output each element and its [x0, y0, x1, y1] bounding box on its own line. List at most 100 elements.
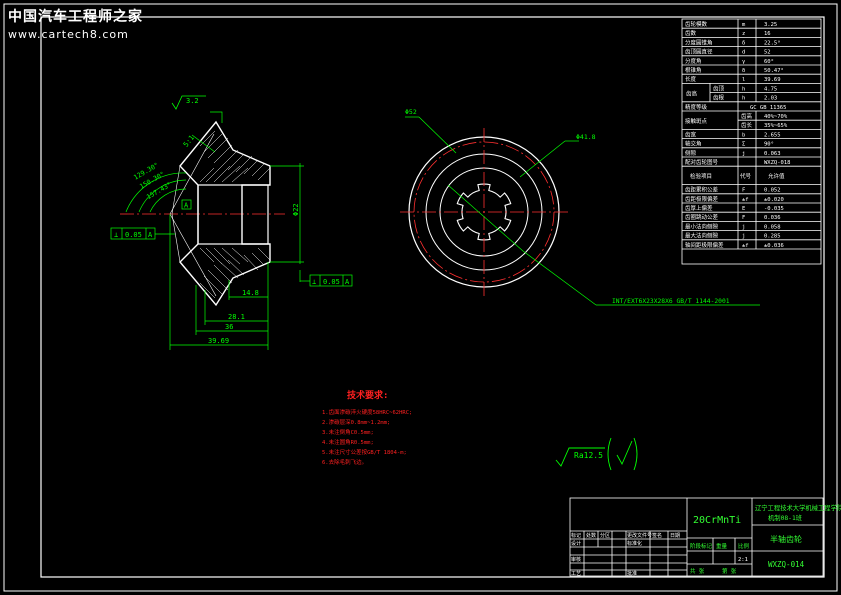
param-value: 22.5° [764, 40, 781, 46]
tech-req-item: 1.齿面渗碳淬火硬度58HRC~62HRC; [322, 408, 412, 416]
watermark-line2: www.cartech8.com [8, 28, 129, 41]
param-name: 齿距极限偏差 [685, 195, 719, 203]
tech-req-item: 4.未注圆角R0.5mm; [322, 438, 374, 446]
param-symbol: j [742, 151, 745, 157]
param-value: 0.063 [764, 151, 781, 157]
tech-req-item: 5.未注尺寸公差按GB/T 1804-m; [322, 448, 407, 456]
part-name: 半轴齿轮 [770, 534, 802, 544]
cone-lines [169, 133, 217, 297]
param-value: 0.058 [764, 224, 781, 230]
svg-text:工艺: 工艺 [571, 571, 581, 577]
param-name: 齿厚上偏差 [685, 204, 713, 212]
front-leaders [405, 116, 760, 306]
organization: 辽宁工程技术大学机械工程学院 [755, 503, 841, 512]
datum-a-box [181, 199, 192, 210]
gear-parameter-table [681, 18, 822, 265]
param-name: 齿顶圆直径 [685, 48, 713, 56]
title-block [569, 497, 824, 577]
param-symbol: d [742, 50, 745, 56]
param-name: 根锥角 [685, 66, 702, 74]
param-symbol: γ [742, 59, 746, 65]
param-symbol: Σ [742, 142, 746, 148]
roughness-symbol-main [555, 447, 605, 467]
param-symbol: l [742, 77, 745, 83]
param-name: 分度角 [685, 57, 702, 65]
param-value: 4.75 [764, 86, 777, 92]
param-name: 侧隙 [685, 149, 697, 157]
param-value: 2.03 [764, 96, 777, 102]
param-value: ±0.036 [764, 243, 784, 249]
param-value: WXZQ-018 [764, 160, 791, 166]
datum-a-label: A [184, 202, 189, 210]
svg-text:日期: 日期 [670, 533, 680, 539]
param-symbol: j [742, 234, 745, 240]
svg-text:标记: 标记 [571, 532, 581, 539]
roughness-main-value: Ra12.5 [574, 451, 603, 460]
roughness-symbol-top [171, 95, 206, 110]
roughness-small-symbol [616, 440, 633, 466]
general-roughness: Ra12.5 [555, 437, 638, 471]
tech-req-item: 6.去除毛刺飞边。 [322, 458, 367, 466]
param-name: 齿宽 [685, 130, 697, 138]
roughness-top-value: 3.2 [186, 97, 199, 105]
department: 机制08-1班 [768, 513, 803, 522]
param-value: 52 [764, 50, 771, 56]
gear-section-outline [179, 120, 271, 307]
param-symbol: h [742, 86, 745, 92]
svg-text:审核: 审核 [571, 556, 581, 563]
tech-req-title: 技术要求: [347, 389, 388, 401]
param-name: 分度圆锥角 [685, 38, 713, 46]
svg-text:比例: 比例 [738, 542, 750, 550]
param-name: 最小法向侧隙 [685, 222, 719, 230]
param-value: 2.655 [764, 132, 781, 138]
svg-text:标准化: 标准化 [627, 540, 642, 547]
inner-frame [40, 16, 825, 578]
tolerance-frame-1: ⊥ 0.05 A [110, 227, 156, 240]
spline-bore [456, 183, 512, 241]
param-value: 50.47° [764, 68, 784, 74]
param-value: 40%~70% [764, 114, 788, 120]
svg-text:0.05: 0.05 [323, 278, 340, 286]
front-view: Φ52 Φ41.8 INT/EXT6X23X28X6 GB/T 1144-200… [400, 108, 760, 306]
param-value: 3.25 [764, 22, 777, 28]
inspect-header-name: 检验项目 [690, 172, 712, 180]
svg-text:签名: 签名 [652, 532, 662, 539]
inspect-header-code: 代号 [740, 172, 752, 180]
param-value: 16 [764, 31, 771, 37]
param-name: 配对齿轮图号 [685, 158, 719, 166]
svg-text:⊥: ⊥ [312, 278, 316, 286]
svg-text:⊥: ⊥ [114, 231, 118, 239]
svg-text:第 张: 第 张 [722, 567, 737, 575]
tech-req-item: 2.渗碳层深0.8mm~1.2mm; [322, 418, 390, 426]
param-name: 齿轮模数 [685, 20, 708, 28]
svg-text:A: A [148, 231, 153, 239]
param-name: 齿距累积公差 [685, 186, 719, 194]
param-symbol: F [742, 188, 745, 194]
svg-text:2:1: 2:1 [738, 557, 748, 563]
material: 20CrMnTi [693, 515, 741, 526]
param-name: 最大法向侧隙 [685, 232, 719, 240]
inspect-header-value: 允许值 [768, 172, 785, 180]
param-value: 0.036 [764, 215, 781, 221]
param-value: -0.035 [764, 206, 784, 212]
drawing-number: WXZQ-014 [768, 560, 805, 569]
dimension-4: 39.69 [208, 337, 229, 345]
svg-text:A: A [345, 278, 350, 286]
param-name: 轴间距极限偏差 [685, 241, 724, 249]
param-value: 0.052 [764, 188, 781, 194]
param-symbol: z [742, 31, 745, 37]
param-symbol: ±f [742, 243, 749, 249]
tech-req-item: 3.未注倒角C0.5mm; [322, 428, 374, 436]
param-value: GC GB 11365 [750, 105, 786, 111]
param-symbol: h [742, 96, 745, 102]
svg-text:0.05: 0.05 [125, 231, 142, 239]
param-sub: 齿长 [741, 121, 753, 129]
param-value: 35%~65% [764, 123, 788, 129]
dimension-2: 28.1 [228, 313, 245, 321]
param-sub: 齿高 [741, 112, 753, 120]
front-label-right: Φ41.8 [576, 133, 596, 141]
front-label-left: Φ52 [405, 108, 417, 116]
param-value: 90° [764, 142, 774, 148]
side-section-view: 3.2 5:1 129.30° 150.30° 157.43° A ⊥ 0.05… [110, 95, 353, 350]
